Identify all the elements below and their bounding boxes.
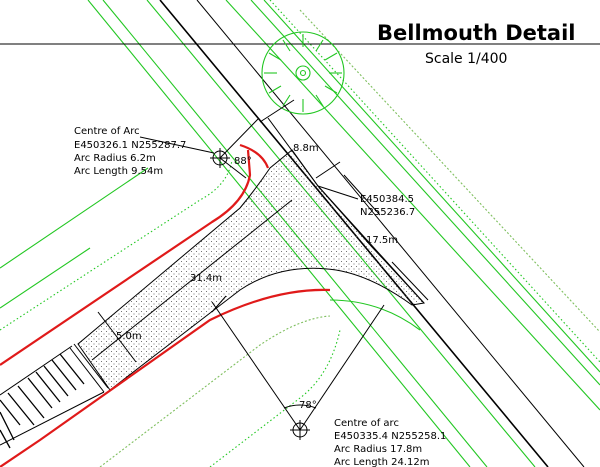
minor-arc-angle: 88° bbox=[234, 156, 252, 167]
minor-arc-coords: E450326.1 N255287.7 bbox=[74, 140, 186, 151]
dimension-top-width bbox=[259, 99, 341, 187]
minor-arc-length: Arc Length 9.54m bbox=[74, 166, 163, 177]
dimension-access-width-label: 5.0m bbox=[116, 331, 142, 342]
major-arc-radii bbox=[211, 295, 385, 431]
major-arc-coords: E450335.4 N255258.1 bbox=[334, 431, 446, 442]
major-arc-angle: 78° bbox=[299, 400, 317, 411]
access-road bbox=[0, 343, 109, 449]
major-arc-heading: Centre of arc bbox=[334, 418, 399, 429]
junction-leader bbox=[317, 185, 359, 200]
junction-easting: E450384.5 bbox=[360, 194, 414, 205]
dimension-top-width-label: 8.8m bbox=[293, 143, 319, 154]
crosshair-icon bbox=[290, 420, 310, 440]
minor-arc-heading: Centre of Arc bbox=[74, 126, 140, 137]
dimension-side-length-label: 17.5m bbox=[366, 235, 398, 246]
dimension-side-length bbox=[317, 174, 429, 304]
junction-northing: N255236.7 bbox=[360, 207, 415, 218]
major-arc-length: Arc Length 24.12m bbox=[334, 457, 429, 467]
minor-arc-leader bbox=[139, 136, 215, 154]
dimension-access-width bbox=[97, 311, 137, 363]
kerb-lines bbox=[0, 143, 331, 467]
drawing-scale: Scale 1/400 bbox=[425, 51, 507, 67]
side-road-verge-lines bbox=[0, 159, 421, 467]
drawing-title: Bellmouth Detail bbox=[377, 21, 576, 45]
minor-arc-radius-1 bbox=[219, 117, 260, 159]
tree-symbol-icon bbox=[261, 31, 345, 115]
minor-arc-radius: Arc Radius 6.2m bbox=[74, 153, 156, 164]
bellmouth-surface bbox=[77, 149, 425, 391]
dimension-access-length bbox=[91, 199, 293, 361]
minor-arc-radius-2 bbox=[219, 157, 247, 179]
major-arc-radius: Arc Radius 17.8m bbox=[334, 444, 422, 455]
dimension-access-length-label: 31.4m bbox=[190, 273, 222, 284]
